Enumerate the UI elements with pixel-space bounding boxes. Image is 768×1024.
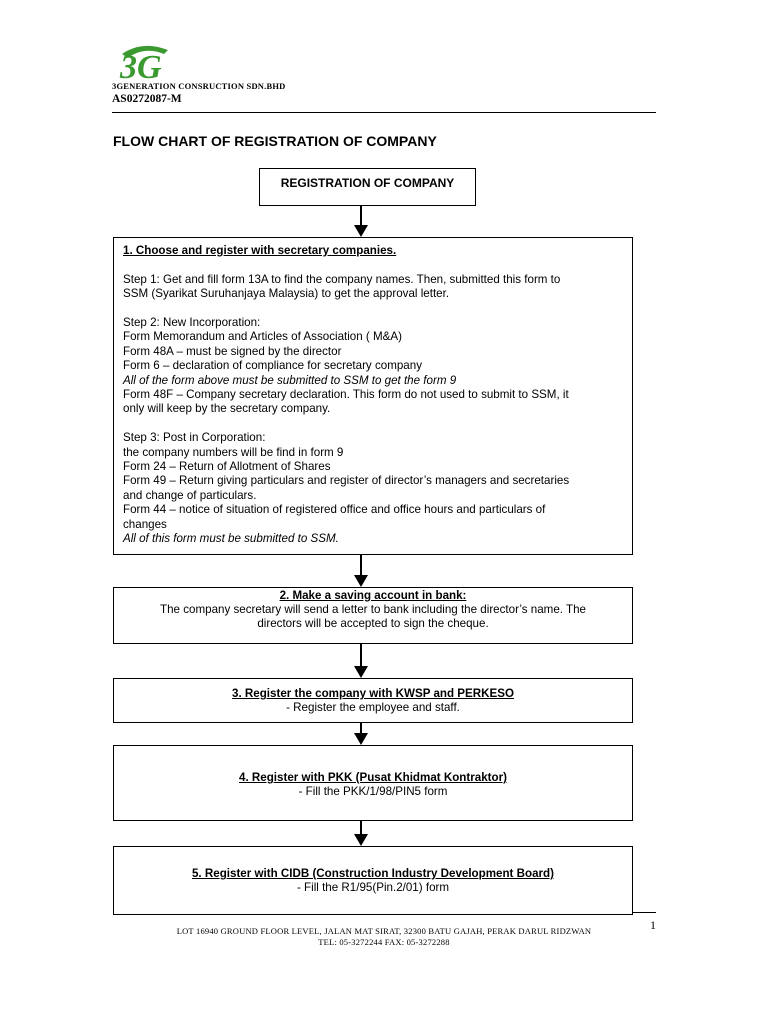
- step-4-line: - Fill the PKK/1/98/PIN5 form: [298, 785, 448, 798]
- page-title: FLOW CHART OF REGISTRATION OF COMPANY: [113, 133, 437, 149]
- footer-rule: [632, 912, 656, 913]
- step-1-line: Step 2: New Incorporation:: [123, 316, 261, 329]
- step-3-box: 3. Register the company with KWSP and PE…: [113, 678, 633, 723]
- step-1-note: All of the form above must be submitted …: [123, 373, 457, 387]
- step-1-line: and change of particulars.: [123, 488, 257, 502]
- step-1-box: 1. Choose and register with secretary co…: [113, 237, 633, 555]
- step-1-heading: 1. Choose and register with secretary co…: [123, 244, 397, 257]
- step-1-line: changes: [123, 517, 167, 531]
- step-1-line: Form Memorandum and Articles of Associat…: [123, 330, 402, 344]
- step-1-line: Step 1: Get and fill form 13A to find th…: [123, 272, 561, 286]
- footer-address: LOT 16940 GROUND FLOOR LEVEL, JALAN MAT …: [112, 926, 656, 948]
- svg-text:3G: 3G: [119, 49, 162, 84]
- start-box: REGISTRATION OF COMPANY: [259, 168, 476, 206]
- spacer: [123, 417, 623, 431]
- step-4-heading: 4. Register with PKK (Pusat Khidmat Kont…: [239, 771, 507, 784]
- step-1-line: the company numbers will be find in form…: [123, 445, 344, 459]
- step-1-line: Form 44 – notice of situation of registe…: [123, 503, 546, 517]
- registration-number: AS0272087-M: [112, 93, 182, 105]
- step-3-line: - Register the employee and staff.: [286, 701, 460, 714]
- step-2-line: directors will be accepted to sign the c…: [257, 617, 489, 630]
- step-5-box: 5. Register with CIDB (Construction Indu…: [113, 846, 633, 915]
- start-box-label: REGISTRATION OF COMPANY: [280, 176, 455, 190]
- company-logo: 3G: [112, 40, 182, 86]
- step-4-box: 4. Register with PKK (Pusat Khidmat Kont…: [113, 745, 633, 821]
- step-1-line: Step 3: Post in Corporation:: [123, 431, 266, 445]
- address-line: LOT 16940 GROUND FLOOR LEVEL, JALAN MAT …: [176, 926, 592, 936]
- arrow-down-icon: [354, 555, 368, 587]
- header-divider: [112, 112, 656, 113]
- arrow-down-icon: [354, 206, 368, 237]
- step-2-heading: 2. Make a saving account in bank:: [279, 589, 467, 602]
- arrow-down-icon: [354, 644, 368, 678]
- step-1-line: Form 49 – Return giving particulars and …: [123, 474, 570, 488]
- company-name: 3GENERATION CONSRUCTION SDN.BHD: [112, 81, 286, 91]
- page-number: 1: [650, 918, 656, 932]
- logo-3g-icon: 3G: [119, 45, 168, 86]
- step-1-line: Form 6 – declaration of compliance for s…: [123, 359, 422, 373]
- step-5-line: - Fill the R1/95(Pin.2/01) form: [296, 881, 450, 894]
- step-2-box: 2. Make a saving account in bank: The co…: [113, 587, 633, 644]
- step-1-line: SSM (Syarikat Suruhanjaya Malaysia) to g…: [123, 287, 450, 301]
- step-1-line: only will keep by the secretary company.: [123, 402, 331, 416]
- spacer: [123, 302, 623, 316]
- step-1-line: Form 24 – Return of Allotment of Shares: [123, 460, 331, 474]
- step-3-heading: 3. Register the company with KWSP and PE…: [232, 687, 514, 700]
- step-5-heading: 5. Register with CIDB (Construction Indu…: [191, 867, 555, 880]
- step-2-line: The company secretary will send a letter…: [160, 603, 586, 616]
- step-1-note: All of this form must be submitted to SS…: [123, 532, 339, 546]
- arrow-down-icon: [354, 821, 368, 846]
- spacer: [123, 258, 623, 272]
- step-1-line: Form 48A – must be signed by the directo…: [123, 344, 342, 358]
- arrow-down-icon: [354, 723, 368, 745]
- step-1-line: Form 48F – Company secretary declaration…: [123, 388, 569, 402]
- contact-line: TEL: 05-3272244 FAX: 05-3272288: [318, 937, 450, 947]
